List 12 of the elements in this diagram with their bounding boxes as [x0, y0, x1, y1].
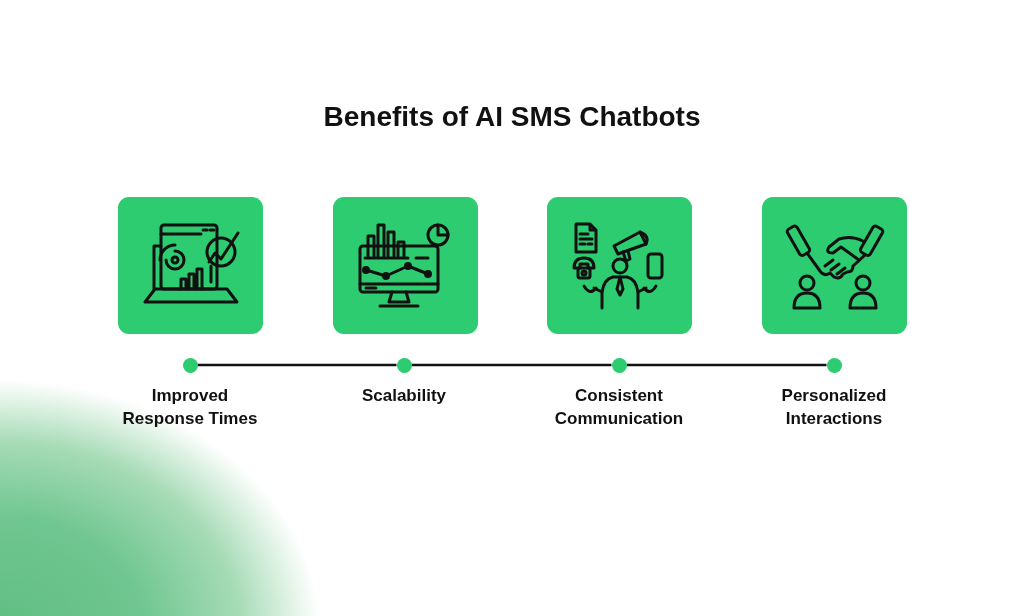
icon-tile [547, 197, 692, 334]
timeline-line [626, 363, 827, 367]
benefit-label: Consistent Communication [553, 384, 685, 430]
icon-tile [333, 197, 478, 334]
title: Benefits of AI SMS Chatbots [323, 100, 701, 134]
timeline-line [197, 363, 397, 367]
icon-tile [762, 197, 907, 334]
benefit-label: Personalized Interactions [780, 384, 888, 430]
benefit-label: Improved Response Times [121, 384, 259, 430]
icon-tile [118, 197, 263, 334]
benefit-label: Scalability [360, 384, 448, 407]
timeline-line [411, 363, 612, 367]
